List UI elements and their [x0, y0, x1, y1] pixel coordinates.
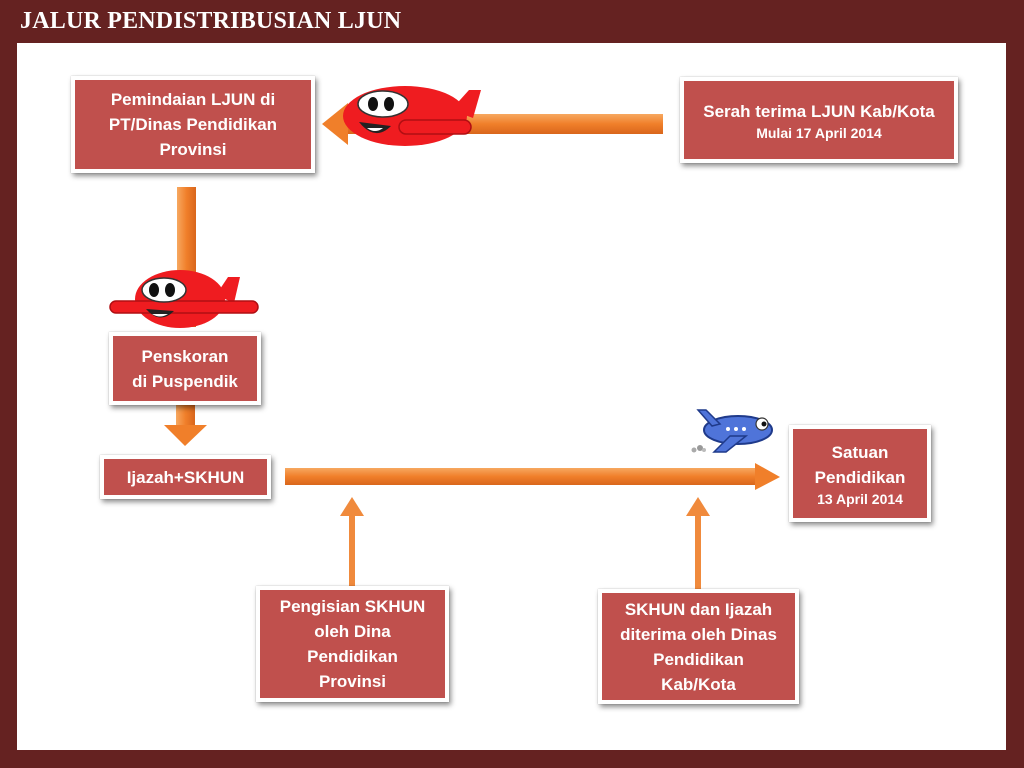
- satuan-pendidikan-label: Satuan Pendidikan: [814, 442, 906, 487]
- pemindaian-label: Pemindaian LJUN di PT/Dinas Pendidikan P…: [108, 90, 278, 159]
- ijazah-label: Ijazah+SKHUN: [126, 467, 245, 487]
- penskoran-label: Penskoran di Puspendik: [132, 346, 238, 391]
- penskoran-box: Penskoran di Puspendik: [109, 332, 261, 405]
- pengisian-skhun-label: Pengisian SKHUN oleh Dina Pendidikan Pro…: [279, 597, 426, 691]
- ijazah-box: Ijazah+SKHUN: [100, 455, 271, 499]
- serah-terima-label: Serah terima LJUN Kab/Kota: [703, 101, 935, 121]
- pengisian-skhun-box: Pengisian SKHUN oleh Dina Pendidikan Pro…: [256, 586, 449, 702]
- satuan-pendidikan-box: Satuan Pendidikan 13 April 2014: [789, 425, 931, 522]
- skhun-ijazah-label: SKHUN dan Ijazah diterima oleh Dinas Pen…: [620, 599, 777, 694]
- page-title: JALUR PENDISTRIBUSIAN LJUN: [20, 8, 402, 34]
- serah-terima-date: Mulai 17 April 2014: [756, 124, 882, 141]
- skhun-ijazah-box: SKHUN dan Ijazah diterima oleh Dinas Pen…: [598, 589, 799, 704]
- satuan-pendidikan-date: 13 April 2014: [817, 490, 903, 507]
- pemindaian-box: Pemindaian LJUN di PT/Dinas Pendidikan P…: [71, 76, 315, 173]
- serah-terima-box: Serah terima LJUN Kab/Kota Mulai 17 Apri…: [680, 77, 958, 163]
